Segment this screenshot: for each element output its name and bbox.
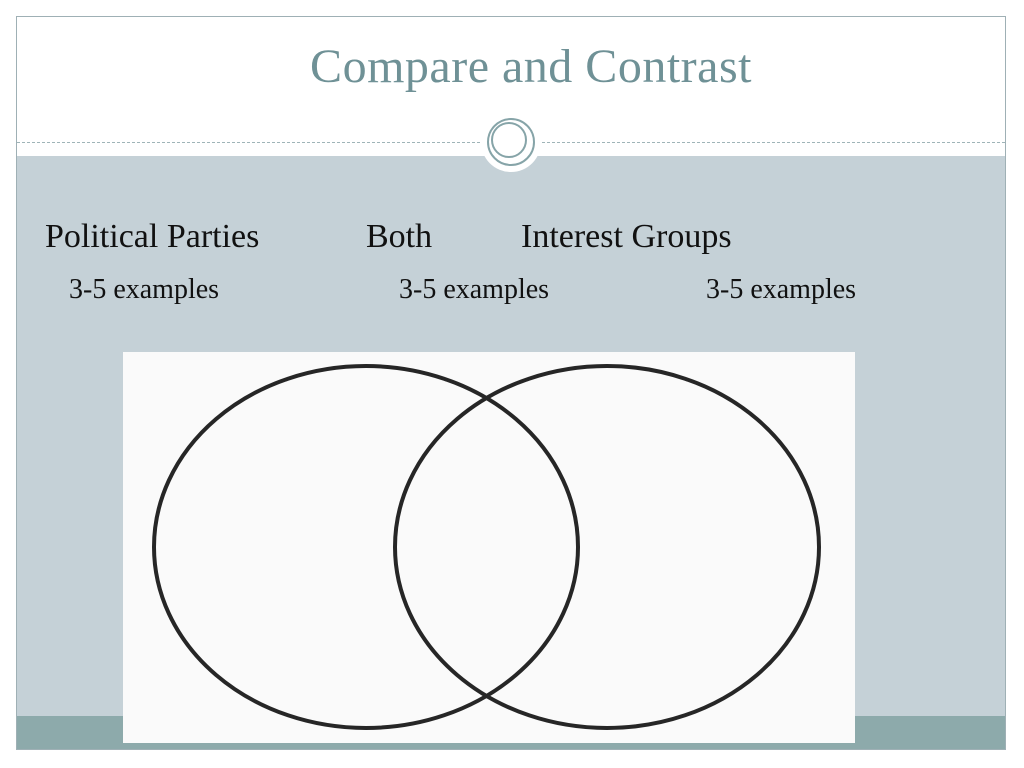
venn-diagram — [123, 352, 855, 743]
slide-title: Compare and Contrast — [310, 40, 752, 93]
subheading-middle-examples: 3-5 examples — [399, 274, 550, 305]
venn-diagram-svg — [123, 352, 855, 743]
venn-background — [123, 352, 855, 743]
subheading-left-examples: 3-5 examples — [69, 274, 220, 305]
heading-political-parties: Political Parties — [45, 218, 260, 255]
heading-interest-groups: Interest Groups — [521, 218, 732, 255]
heading-both: Both — [366, 218, 433, 255]
venn-left-circle — [152, 364, 580, 730]
subheading-right-examples: 3-5 examples — [706, 274, 857, 305]
venn-right-circle — [393, 364, 821, 730]
inner-ring — [491, 122, 527, 158]
slide: Compare and Contrast — [16, 16, 1006, 750]
double-ring-icon — [481, 112, 541, 172]
